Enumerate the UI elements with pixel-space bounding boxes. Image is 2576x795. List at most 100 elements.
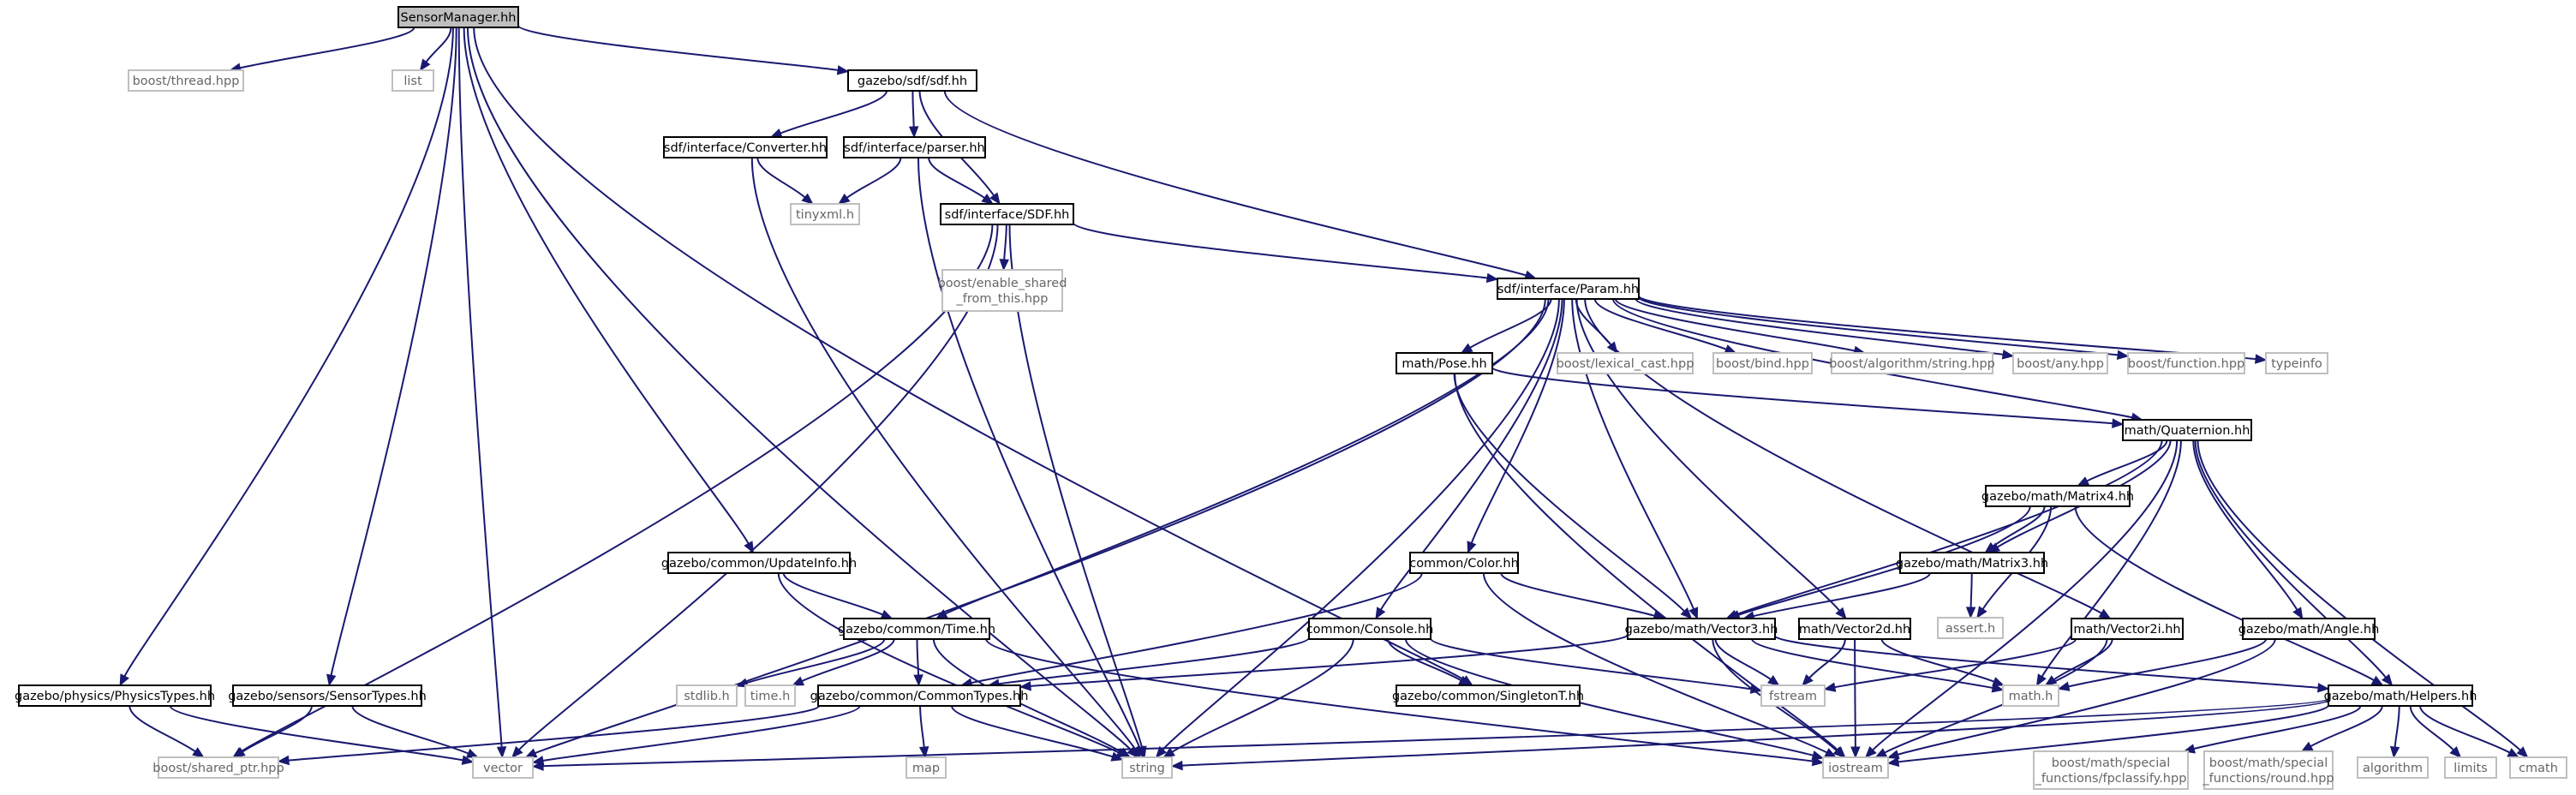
node-gazebo-math-angle-hh[interactable]: gazebo/math/Angle.hh (2238, 618, 2380, 640)
node-label: gazebo/sensors/SensorTypes.hh (228, 690, 427, 703)
node-box (1822, 756, 1889, 779)
node-label: boost/algorithm/string.hpp (1829, 357, 1995, 371)
edge-sensormanager-hh-to-gazebo-sdf-sdf-hh (517, 24, 850, 75)
arrowhead-icon (1680, 607, 1693, 619)
arrowhead-icon (801, 193, 814, 205)
node-label: gazebo/sdf/sdf.hh (858, 75, 967, 88)
edge-math-quaternion-hh-to-math-h (2035, 439, 2182, 687)
edge-line (2394, 705, 2400, 748)
node-gazebo-common-time-hh[interactable]: gazebo/common/Time.hh (838, 618, 995, 640)
arrowhead-icon (1460, 343, 1473, 354)
node-label: limits (2453, 762, 2487, 775)
arrowhead-icon (2292, 607, 2304, 620)
node-math-h: math.h (2002, 684, 2059, 707)
edge-gazebo-physics-physicstypes-hh-to-vector (169, 705, 475, 765)
node-label: _functions/fpclassify.hpp (2035, 772, 2187, 786)
node-label: tinyxml.h (796, 208, 854, 222)
edge-gazebo-math-helpers-hh-to-cmath (2419, 705, 2520, 758)
arrowhead-icon (2077, 476, 2090, 487)
node-label: gazebo/math/Matrix3.hh (1896, 557, 2048, 571)
node-math-pose-hh[interactable]: math/Pose.hh (1396, 352, 1493, 374)
node-box (817, 684, 1021, 707)
node-label: gazebo/math/Vector3.hh (1625, 623, 1778, 637)
node-gazebo-common-updateinfo-hh[interactable]: gazebo/common/UpdateInfo.hh (661, 552, 857, 574)
node-gazebo-math-helpers-hh[interactable]: gazebo/math/Helpers.hh (2324, 684, 2477, 707)
node-list: list (391, 69, 434, 92)
node-label: boost/bind.hpp (1716, 357, 1809, 371)
node-limits: limits (2444, 756, 2497, 779)
node-gazebo-physics-physicstypes-hh[interactable]: gazebo/physics/PhysicsTypes.hh (15, 684, 215, 707)
node-box (158, 756, 279, 779)
node-sdf-interface-converter-hh[interactable]: sdf/interface/Converter.hh (663, 136, 828, 158)
edge-line (985, 638, 1814, 762)
node-box (2122, 419, 2252, 441)
edge-line (2041, 439, 2182, 678)
node-gazebo-math-matrix3-hh[interactable]: gazebo/math/Matrix3.hh (1896, 552, 2048, 574)
edge-line (242, 705, 313, 753)
node-label: boost/math/special (2209, 756, 2328, 770)
edge-gazebo-math-matrix3-hh-to-assert-h (1965, 572, 1976, 619)
node-sensormanager-hh[interactable]: SensorManager.hh (397, 6, 519, 28)
edge-math-vector2d-hh-to-iostream (1850, 638, 1861, 759)
arrowhead-icon (1375, 607, 1386, 620)
arrowhead-icon (2035, 673, 2047, 687)
node-sdf-interface-sdf-hh[interactable]: sdf/interface/SDF.hh (940, 203, 1074, 225)
node-common-color-hh[interactable]: common/Color.hh (1409, 552, 1519, 574)
edge-sdf-interface-param-hh-to-boost-function-hpp (1638, 296, 2130, 360)
node-box (2265, 352, 2328, 374)
node-assert-h: assert.h (1937, 617, 2004, 639)
arrowhead-icon (1485, 272, 1499, 284)
arrowhead-icon (2098, 608, 2112, 619)
node-math-quaternion-hh[interactable]: math/Quaternion.hh (2122, 419, 2252, 441)
edge-gazebo-common-time-hh-to-time-h (792, 638, 895, 686)
node-string: string (1121, 756, 1173, 779)
node-box (1831, 352, 1993, 374)
edge-line (241, 224, 994, 752)
edge-sensormanager-hh-to-boost-thread-hpp (229, 27, 415, 73)
node-label: gazebo/common/SingletonT.hh (1392, 690, 1584, 703)
node-boost-bind-hpp: boost/bind.hpp (1712, 352, 1813, 374)
edge-sensormanager-hh-to-gazebo-sensors-sensortypes-hh (326, 27, 457, 687)
node-sdf-interface-parser-hh[interactable]: sdf/interface/parser.hh (843, 136, 986, 158)
edge-gazebo-math-helpers-hh-to-iostream (1886, 704, 2329, 768)
arrowhead-icon (419, 58, 431, 72)
arrowhead-icon (1724, 344, 1737, 354)
arrowhead-icon (1110, 751, 1124, 762)
node-label: map (912, 762, 940, 775)
edge-sensormanager-hh-to-gazebo-physics-physicstypes-hh (119, 27, 454, 687)
node-gazebo-common-singletont-hh[interactable]: gazebo/common/SingletonT.hh (1392, 684, 1584, 707)
node-label: gazebo/common/CommonTypes.hh (810, 690, 1029, 703)
node-sdf-interface-param-hh[interactable]: sdf/interface/Param.hh (1497, 278, 1640, 300)
node-boost-algorithm-string-hpp: boost/algorithm/string.hpp (1829, 352, 1995, 374)
node-gazebo-sensors-sensortypes-hh[interactable]: gazebo/sensors/SensorTypes.hh (228, 684, 427, 707)
arrowhead-icon (792, 676, 805, 686)
node-label: boost/thread.hpp (133, 75, 240, 88)
node-map: map (905, 756, 947, 779)
arrowhead-icon (1162, 747, 1175, 758)
node-box (1308, 618, 1431, 640)
arrowhead-icon (1976, 606, 1987, 619)
edge-gazebo-physics-physicstypes-hh-to-boost-shared-ptr-hpp (129, 705, 205, 758)
node-gazebo-math-vector3-hh[interactable]: gazebo/math/Vector3.hh (1625, 618, 1778, 640)
node-math-vector2d-hh[interactable]: math/Vector2d.hh (1798, 618, 1911, 640)
edge-common-console-hh-to-iostream (1405, 638, 1825, 761)
edge-line (928, 157, 985, 199)
node-gazebo-sdf-sdf-hh[interactable]: gazebo/sdf/sdf.hh (847, 69, 977, 92)
edge-line (1714, 638, 1772, 680)
node-gazebo-math-matrix4-hh[interactable]: gazebo/math/Matrix4.hh (1981, 485, 2134, 507)
arrowhead-icon (511, 745, 523, 758)
node-boost-thread-hpp: boost/thread.hpp (128, 69, 244, 92)
node-box (843, 136, 986, 158)
node-boost-function-hpp: boost/function.hpp (2127, 352, 2245, 374)
node-gazebo-common-commontypes-hh[interactable]: gazebo/common/CommonTypes.hh (810, 684, 1029, 707)
node-label: algorithm (2363, 762, 2423, 775)
edge-line (1470, 298, 1565, 544)
arrowhead-icon (1767, 674, 1780, 686)
edge-sdf-interface-param-hh-to-common-color-hh (1467, 298, 1565, 554)
node-box (1396, 352, 1493, 374)
node-common-console-hh[interactable]: common/Console.hh (1306, 618, 1434, 640)
node-boost-shared-ptr-hpp: boost/shared_ptr.hpp (152, 756, 284, 779)
edge-line (2409, 705, 2454, 751)
node-math-vector2i-hh[interactable]: math/Vector2i.hh (2071, 618, 2184, 640)
node-label: boost/function.hpp (2128, 357, 2245, 371)
